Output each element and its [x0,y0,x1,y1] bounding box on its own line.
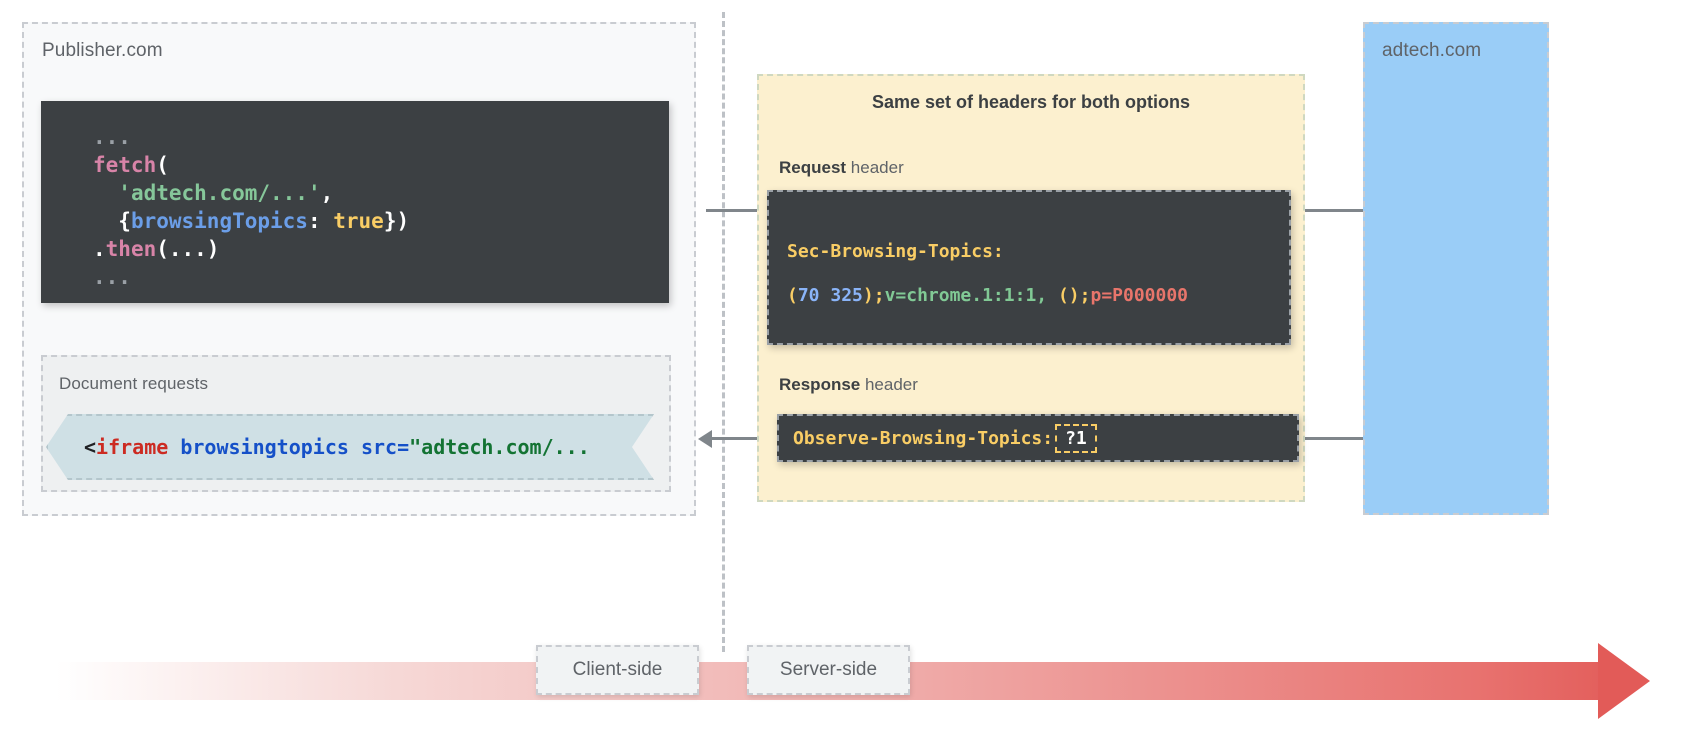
request-header-code-block: Sec-Browsing-Topics: (70 325);v=chrome.1… [767,190,1291,345]
response-arrow-left-line [712,437,778,440]
code-token: ' [93,181,131,205]
code-token: () [1057,285,1080,306]
code-token: 70 325 [797,285,863,306]
iframe-snippet-chip: <iframe browsingtopics src="adtech.com/.… [46,414,654,480]
code-token: v=chrome.1:1:1, [884,285,1058,306]
code-line: .then(...) [93,235,669,263]
code-token: p=P000000 [1090,285,1189,306]
code-token: ( [787,285,798,306]
client-server-divider [722,12,725,652]
code-line: 'adtech.com/...', [93,179,669,207]
code-token: ' [307,181,321,205]
response-arrow-head-icon [698,430,712,448]
headers-panel-title: Same set of headers for both options [871,92,1191,112]
server-side-chip: Server-side [747,645,910,695]
code-token: { [93,209,131,233]
response-arrow-right-line [1299,437,1371,440]
code-token: then [105,237,157,261]
request-header-caption-bold: Request [779,158,847,177]
adtech-label: adtech.com [1382,40,1482,61]
code-token: fetch [93,153,157,177]
code-token: ; [873,285,885,306]
request-header-caption-rest: header [846,158,904,177]
code-line: ... [93,263,669,291]
iframe-snippet-code: <iframe browsingtopics src="adtech.com/.… [48,435,590,459]
response-header-caption: Response header [779,375,918,395]
request-header-caption: Request header [779,158,904,178]
code-token: < [84,435,97,459]
request-arrow-right-line [1291,209,1371,212]
code-token: src= [360,435,410,459]
request-header-value: (70 325);v=chrome.1:1:1, ();p=P000000 [787,274,1289,318]
response-header-caption-bold: Response [779,375,861,394]
response-header-value: ?1 [1055,423,1097,453]
response-header-code-block: Observe-Browsing-Topics: ?1 [777,414,1299,462]
code-token: adtech.com/... [130,181,308,205]
code-token: ; [1079,285,1091,306]
code-token: }) [383,209,410,233]
response-header-name: Observe-Browsing-Topics: [793,427,1054,449]
code-token [349,435,361,459]
code-token: ) [862,285,874,306]
request-arrow-left-line [706,209,768,212]
code-token: : [307,209,334,233]
code-token: ... [93,265,131,289]
fetch-code-lines: ...fetch( 'adtech.com/...', {browsingTop… [93,123,669,291]
code-token: . [93,237,106,261]
code-line: fetch( [93,151,669,179]
code-token: true [333,209,384,233]
publisher-label: Publisher.com [42,40,163,61]
code-token: (...) [156,237,220,261]
code-token: browsingTopics [130,209,308,233]
code-line: ... [93,123,669,151]
fetch-code-block: ...fetch( 'adtech.com/...', {browsingTop… [41,101,669,303]
request-header-name: Sec-Browsing-Topics: [787,241,1004,262]
code-token [168,435,180,459]
timeline-arrow-head-icon [1598,643,1650,719]
code-token: browsingtopics [180,435,349,459]
response-header-caption-rest: header [860,375,918,394]
code-token: , [320,181,334,205]
code-token: ( [156,153,169,177]
document-requests-label: Document requests [59,374,209,393]
client-side-chip: Client-side [536,645,699,695]
code-token: iframe [96,435,169,459]
code-token: "adtech.com/... [409,435,590,459]
adtech-panel [1363,22,1549,515]
code-line: {browsingTopics: true}) [93,207,669,235]
code-token: ... [93,125,131,149]
